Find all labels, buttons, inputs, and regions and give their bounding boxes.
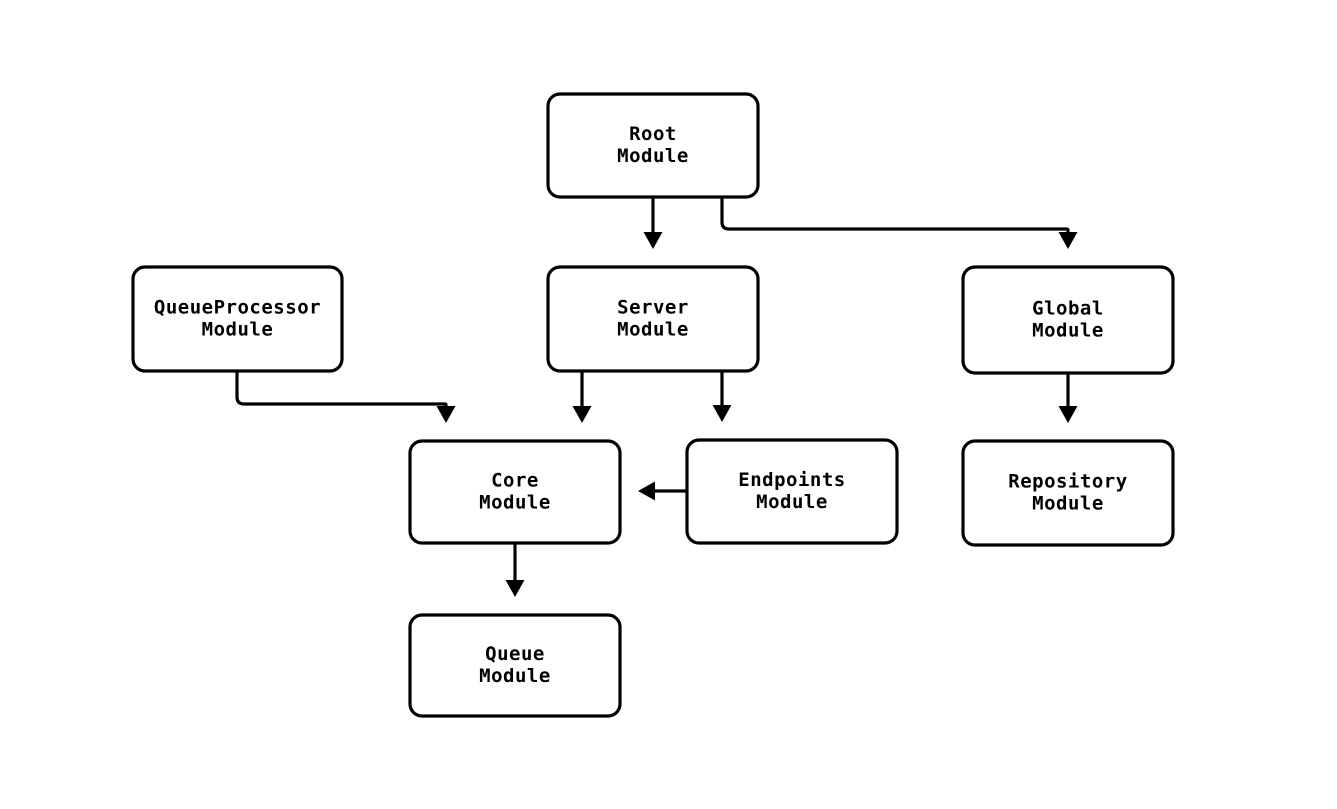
node-box-root[interactable]	[546, 92, 760, 199]
node-label-core-line1: Core	[491, 470, 539, 492]
node-label-endpoints-line1: Endpoints	[738, 469, 845, 491]
edge-queueprocessor-to-core	[235, 371, 456, 423]
edge-server-to-endpoints	[712, 371, 732, 422]
node-label-repository-line1: Repository	[1008, 471, 1127, 493]
edge-line-root-to-global	[720, 197, 1070, 233]
edge-root-to-global	[720, 197, 1078, 249]
node-label-server-line2: Module	[617, 319, 689, 341]
node-box-queueprocessor[interactable]	[131, 265, 344, 373]
arrowhead-icon-root-to-global	[1058, 232, 1078, 249]
node-box-server[interactable]	[546, 265, 760, 373]
arrowhead-icon-server-to-endpoints	[712, 405, 732, 422]
edge-endpoints-to-core	[638, 481, 687, 501]
node-box-endpoints[interactable]	[685, 438, 899, 545]
node-label-server-line1: Server	[617, 297, 689, 319]
edge-core-to-queue	[505, 543, 525, 597]
arrowhead-icon-global-to-repository	[1058, 406, 1078, 423]
edge-root-to-server	[643, 197, 663, 249]
node-label-core-line2: Module	[479, 492, 551, 514]
node-label-queue-line2: Module	[479, 665, 551, 687]
node-label-root-line2: Module	[617, 145, 689, 167]
node-box-queue[interactable]	[408, 613, 622, 718]
edge-global-to-repository	[1058, 373, 1078, 423]
arrowhead-icon-endpoints-to-core	[638, 481, 655, 501]
edge-line-queueprocessor-to-core	[235, 371, 448, 407]
node-label-queueprocessor-line2: Module	[202, 319, 274, 341]
arrowhead-icon-server-to-core	[572, 406, 592, 423]
node-label-queueprocessor-line1: QueueProcessor	[154, 297, 321, 319]
node-box-global[interactable]	[961, 265, 1175, 375]
node-box-core[interactable]	[408, 439, 622, 545]
arrowhead-icon-core-to-queue	[505, 580, 525, 597]
node-box-repository[interactable]	[961, 439, 1175, 547]
node-label-root-line1: Root	[629, 123, 677, 145]
node-label-endpoints-line2: Module	[756, 491, 828, 513]
nodes-layer: RootModuleQueueProcessorModuleServerModu…	[131, 92, 1175, 718]
node-label-global-line1: Global	[1032, 298, 1104, 320]
edges-layer	[235, 197, 1078, 597]
node-label-repository-line2: Module	[1032, 493, 1104, 515]
node-label-queue-line1: Queue	[485, 643, 545, 665]
arrowhead-icon-root-to-server	[643, 232, 663, 249]
edge-server-to-core	[572, 371, 592, 423]
arrowhead-icon-queueprocessor-to-core	[436, 406, 456, 423]
node-label-global-line2: Module	[1032, 320, 1104, 342]
